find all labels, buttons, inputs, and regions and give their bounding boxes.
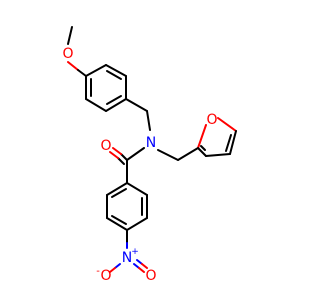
anisole-bond-1: [85, 64, 107, 77]
nitro-bond-o1-n: [114, 263, 121, 269]
anisole-double-1: [106, 70, 122, 80]
nitro-bond-o2-o-1: [138, 267, 145, 273]
atom-nitro-o1-charge: -: [96, 266, 100, 277]
furan-bond-o-2: [217, 117, 237, 132]
furan-double-2: [200, 145, 206, 151]
anisole-double-2: [106, 95, 122, 105]
furan-bond-2: [205, 153, 231, 157]
bond-o-aryl: [67, 61, 79, 71]
atom-amide-n: N: [146, 135, 156, 151]
atom-nitro-o2: O: [145, 268, 156, 284]
anisole-bond-4: [105, 98, 127, 112]
bond-methyl-o: [67, 26, 73, 45]
atom-labels: O O N O N + O - O: [62, 46, 217, 284]
atom-nitro-n: N: [122, 250, 132, 266]
atom-amide-o: O: [100, 138, 111, 154]
furan-bond-1: [229, 130, 237, 155]
bonds: [67, 26, 237, 273]
nitrobenzene-double-3: [111, 188, 127, 198]
nitro-bond-o2-n-2: [136, 259, 143, 265]
nitrobenzene-bond-6: [106, 182, 128, 196]
bond-n-ch2-furan: [157, 149, 179, 161]
anisole-bond-5: [85, 98, 107, 112]
bond-o-aryl-2: [77, 69, 87, 77]
nitro-bond-o2-o-2: [141, 263, 148, 269]
bond-ch2-n: [146, 110, 151, 131]
carbonyl-bond-2: [117, 157, 125, 165]
anisole-bond-2: [105, 64, 127, 77]
furan-double-1: [225, 134, 232, 152]
carbonyl-bond-2-o: [109, 151, 119, 159]
atom-nitro-n-charge: +: [131, 247, 139, 257]
bond-n-carbonyl: [126, 147, 145, 161]
nitrobenzene-bond-1: [126, 182, 148, 196]
nitrobenzene-bond-3: [126, 217, 148, 231]
furan-bond-o-1: [197, 124, 207, 149]
bond-ch2-furan: [177, 147, 199, 161]
carbonyl-bond-1-o: [112, 147, 122, 155]
molecule-structure: O O N O N + O - O: [62, 26, 237, 284]
nitro-bond-o1-o: [109, 267, 116, 273]
bond-ring-ch2: [125, 98, 148, 112]
nitrobenzene-bond-4: [106, 217, 128, 231]
atom-furan-o: O: [206, 112, 217, 128]
carbonyl-bond-1: [120, 153, 128, 161]
furan-bond-3: [197, 147, 207, 157]
atom-methoxy-o: O: [62, 46, 73, 62]
atom-nitro-o1: O: [100, 268, 111, 284]
nitro-bond-o2-n-1: [133, 263, 140, 269]
nitrobenzene-double-2: [111, 215, 127, 225]
